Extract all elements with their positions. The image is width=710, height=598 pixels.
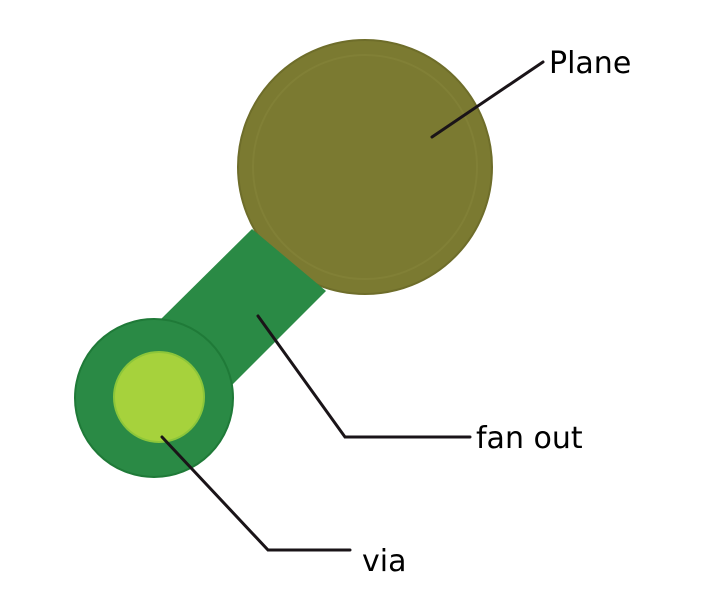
fan-out-label: fan out: [476, 421, 583, 456]
via-hole: [113, 351, 205, 443]
plane-pad: [237, 39, 493, 295]
via-leader-line: [160, 435, 352, 552]
plane-label: Plane: [549, 46, 631, 81]
via-label: via: [362, 544, 406, 579]
plane-inner-ring: [252, 54, 478, 280]
fan-out-leader-line: [256, 314, 472, 439]
plane-leader-line: [430, 60, 545, 139]
